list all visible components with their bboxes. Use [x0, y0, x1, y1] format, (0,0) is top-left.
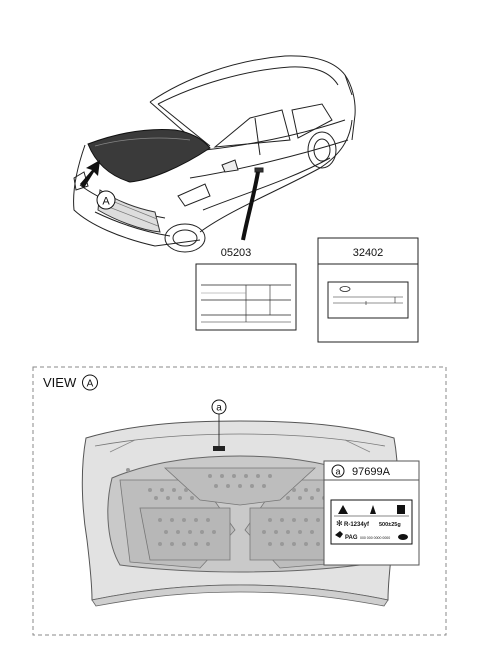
oil-can-icon: [335, 531, 343, 538]
brand-mark: [398, 534, 408, 540]
svg-text:A: A: [87, 379, 94, 390]
part-number-32402: 32402: [353, 247, 384, 259]
svg-text:VIEW: VIEW: [43, 375, 77, 390]
book-icon: [397, 505, 405, 514]
svg-text:PAG: PAG: [345, 535, 358, 541]
tire-pressure-label: [195, 263, 297, 331]
label-leader: [241, 171, 260, 241]
svg-text:A: A: [102, 196, 110, 208]
gear-icon: ✻: [336, 519, 343, 528]
svg-text:R-1234yf: R-1234yf: [344, 522, 370, 528]
hood-highlight: [87, 129, 211, 183]
ac-label-detail-box: a 97699A ✻ R-1234yf 500±25g PAG 000 000 …: [323, 460, 420, 566]
hood-arrow: [80, 160, 100, 188]
flame-icon: [370, 505, 376, 514]
warning-icon: [338, 505, 348, 514]
hood-label-callout: a: [211, 399, 227, 446]
svg-text:500±25g: 500±25g: [379, 522, 401, 528]
svg-text:a: a: [335, 467, 340, 477]
svg-text:000 000 0000 0000: 000 000 0000 0000: [360, 536, 390, 540]
view-a-marker: A: [96, 190, 116, 210]
view-section-title: VIEW A: [43, 374, 98, 391]
part-number-05203: 05203: [221, 247, 252, 259]
part-number-97699a: 97699A: [352, 466, 391, 478]
svg-text:a: a: [216, 403, 222, 414]
emission-label-box: 32402: [317, 237, 419, 343]
view-section-frame: [32, 366, 447, 636]
